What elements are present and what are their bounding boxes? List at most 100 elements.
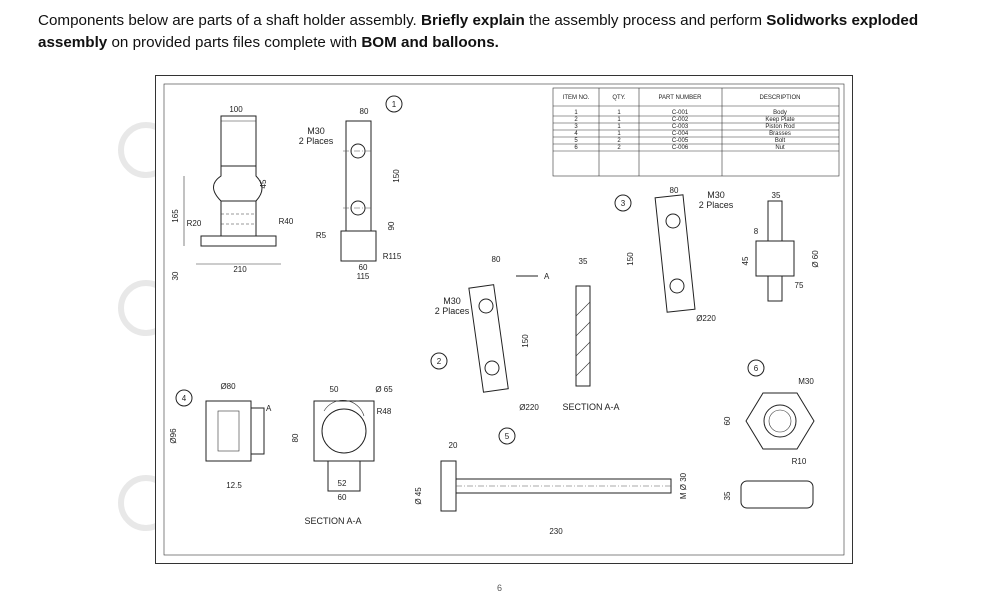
question-part-3: on provided parts files complete with — [107, 34, 362, 51]
dim-sect-60: 60 — [338, 493, 347, 502]
part-plate-view-1: 1 80 M30 2 Places 150 90 R5 R115 60 115 — [299, 95, 403, 281]
dim-bolt-m30: M Ø 30 — [679, 472, 688, 499]
bom-cell-item: 1 — [574, 110, 578, 116]
question-bold-2: Solidworks exploded assembly — [38, 12, 919, 51]
dim-body-210: 210 — [233, 265, 247, 274]
section-aa-label: SECTION A-A — [304, 516, 361, 526]
dim-rod-places: 2 Places — [699, 200, 734, 210]
balloon-2 — [430, 352, 448, 370]
drawing-frame — [163, 83, 845, 556]
part-brasses-view: 4 Ø80 A Ø96 12.5 — [169, 382, 272, 490]
bom-cell-qty: 1 — [617, 124, 621, 130]
bom-cell-item: 5 — [574, 138, 578, 144]
part-bolt-view: 5 20 Ø 45 230 M Ø 30 — [414, 427, 688, 536]
dim-plate1-80: 80 — [360, 107, 369, 116]
dim-body-r20: R20 — [187, 219, 202, 228]
dim-plate1-60: 60 — [359, 263, 368, 272]
balloon-4 — [175, 389, 193, 407]
dim-body-165: 165 — [171, 209, 180, 223]
bom-cell-item: 3 — [574, 124, 578, 130]
dim-body-45: 45 — [259, 179, 268, 188]
dim-plate1-r5: R5 — [316, 231, 327, 240]
dim-plate2-a: A — [544, 272, 550, 281]
bom-cell-item: 2 — [574, 117, 578, 123]
question-part-2: the assembly process and perform — [524, 12, 767, 29]
dim-plate2-80: 80 — [492, 255, 501, 264]
bom-cell-desc: Keep Plate — [765, 117, 795, 123]
bom-cell-qty: 1 — [617, 117, 621, 123]
balloon-3-label: 3 — [621, 199, 626, 208]
dim-rod-8: 8 — [754, 227, 759, 236]
bom-cell-qty: 2 — [617, 145, 621, 151]
dim-rod-80: 80 — [670, 186, 679, 195]
bom-cell-part: C-004 — [672, 131, 689, 137]
question-text: Components below are parts of a shaft ho… — [38, 10, 973, 54]
dim-nut-r10: R10 — [792, 457, 807, 466]
bom-cell-desc: Nut — [775, 145, 785, 151]
bom-cell-part: C-005 — [672, 138, 689, 144]
dim-plate2-220: Ø220 — [519, 403, 539, 412]
part-body-view: 100 45 165 R20 R40 210 30 — [171, 105, 294, 280]
dim-rod-45: 45 — [741, 256, 750, 265]
bom-cell-qty: 2 — [617, 138, 621, 144]
dim-plate1-r115: R115 — [383, 252, 402, 261]
section-view-hatched — [575, 285, 591, 387]
plate2-section-label: SECTION A-A — [562, 402, 619, 412]
bom-header-qty: QTY. — [612, 95, 626, 101]
bom-cell-desc: Brasses — [769, 131, 791, 137]
dim-plate2-35: 35 — [579, 257, 588, 266]
dim-plate1-places: 2 Places — [299, 136, 334, 146]
dim-rod-220: Ø220 — [696, 314, 716, 323]
dim-bolt-230: 230 — [549, 527, 563, 536]
dim-plate2-150: 150 — [521, 334, 530, 348]
dim-nut-60: 60 — [723, 416, 732, 425]
dim-brass-80: Ø80 — [220, 382, 236, 391]
bom-cell-part: C-002 — [672, 117, 689, 123]
dim-rod-60: Ø 60 — [811, 250, 820, 268]
dim-body-30: 30 — [171, 271, 180, 280]
dim-plate1-m30: M30 — [307, 126, 325, 136]
dim-rod-150: 150 — [626, 252, 635, 266]
dim-nut-m30: M30 — [798, 377, 814, 386]
dim-sect-80: 80 — [291, 433, 300, 442]
bom-header-part: PART NUMBER — [658, 95, 702, 101]
dim-plate1-150: 150 — [392, 169, 401, 183]
balloon-2-label: 2 — [437, 357, 442, 366]
dim-rod-35: 35 — [772, 191, 781, 200]
bom-cell-qty: 1 — [617, 131, 621, 137]
dim-sect-50: 50 — [330, 385, 339, 394]
dim-brass-a: A — [266, 404, 272, 413]
dim-bolt-20: 20 — [449, 441, 458, 450]
balloon-4-label: 4 — [182, 394, 187, 403]
dim-plate1-115: 115 — [357, 272, 370, 281]
part-piston-view: 3 80 M30 2 Places 150 Ø220 45 35 8 75 Ø … — [614, 186, 820, 323]
dim-body-r40: R40 — [279, 217, 294, 226]
bom-cell-qty: 1 — [617, 110, 621, 116]
dim-sect-52: 52 — [338, 479, 347, 488]
dim-nut-35: 35 — [723, 491, 732, 500]
bom-cell-part: C-003 — [672, 124, 689, 130]
dim-rod-m30: M30 — [707, 190, 725, 200]
dim-brass-125: 12.5 — [226, 481, 242, 490]
bom-cell-desc: Bolt — [775, 138, 786, 144]
dim-plate1-90: 90 — [387, 221, 396, 230]
bom-cell-part: C-001 — [672, 110, 689, 116]
bom-header-desc: DESCRIPTION — [759, 95, 800, 101]
bom-cell-item: 4 — [574, 131, 578, 137]
balloon-1-label: 1 — [392, 100, 397, 109]
part-nut-view: 6 M30 60 R10 35 — [723, 359, 815, 509]
question-bold-3: BOM and balloons. — [361, 34, 499, 51]
dim-rod-75: 75 — [795, 281, 804, 290]
dim-brass-96: Ø96 — [169, 428, 178, 444]
question-bold-1: Briefly explain — [420, 12, 525, 29]
bom-cell-item: 6 — [574, 145, 578, 151]
dim-plate2-m30: M30 — [443, 296, 461, 306]
part-plate-view-2: A 2 80 M30 2 Places 150 Ø220 SECTION A-A… — [430, 255, 620, 412]
bom-header-item: ITEM NO. — [563, 95, 590, 101]
balloon-6 — [747, 359, 765, 377]
balloon-6-label: 6 — [754, 364, 759, 373]
